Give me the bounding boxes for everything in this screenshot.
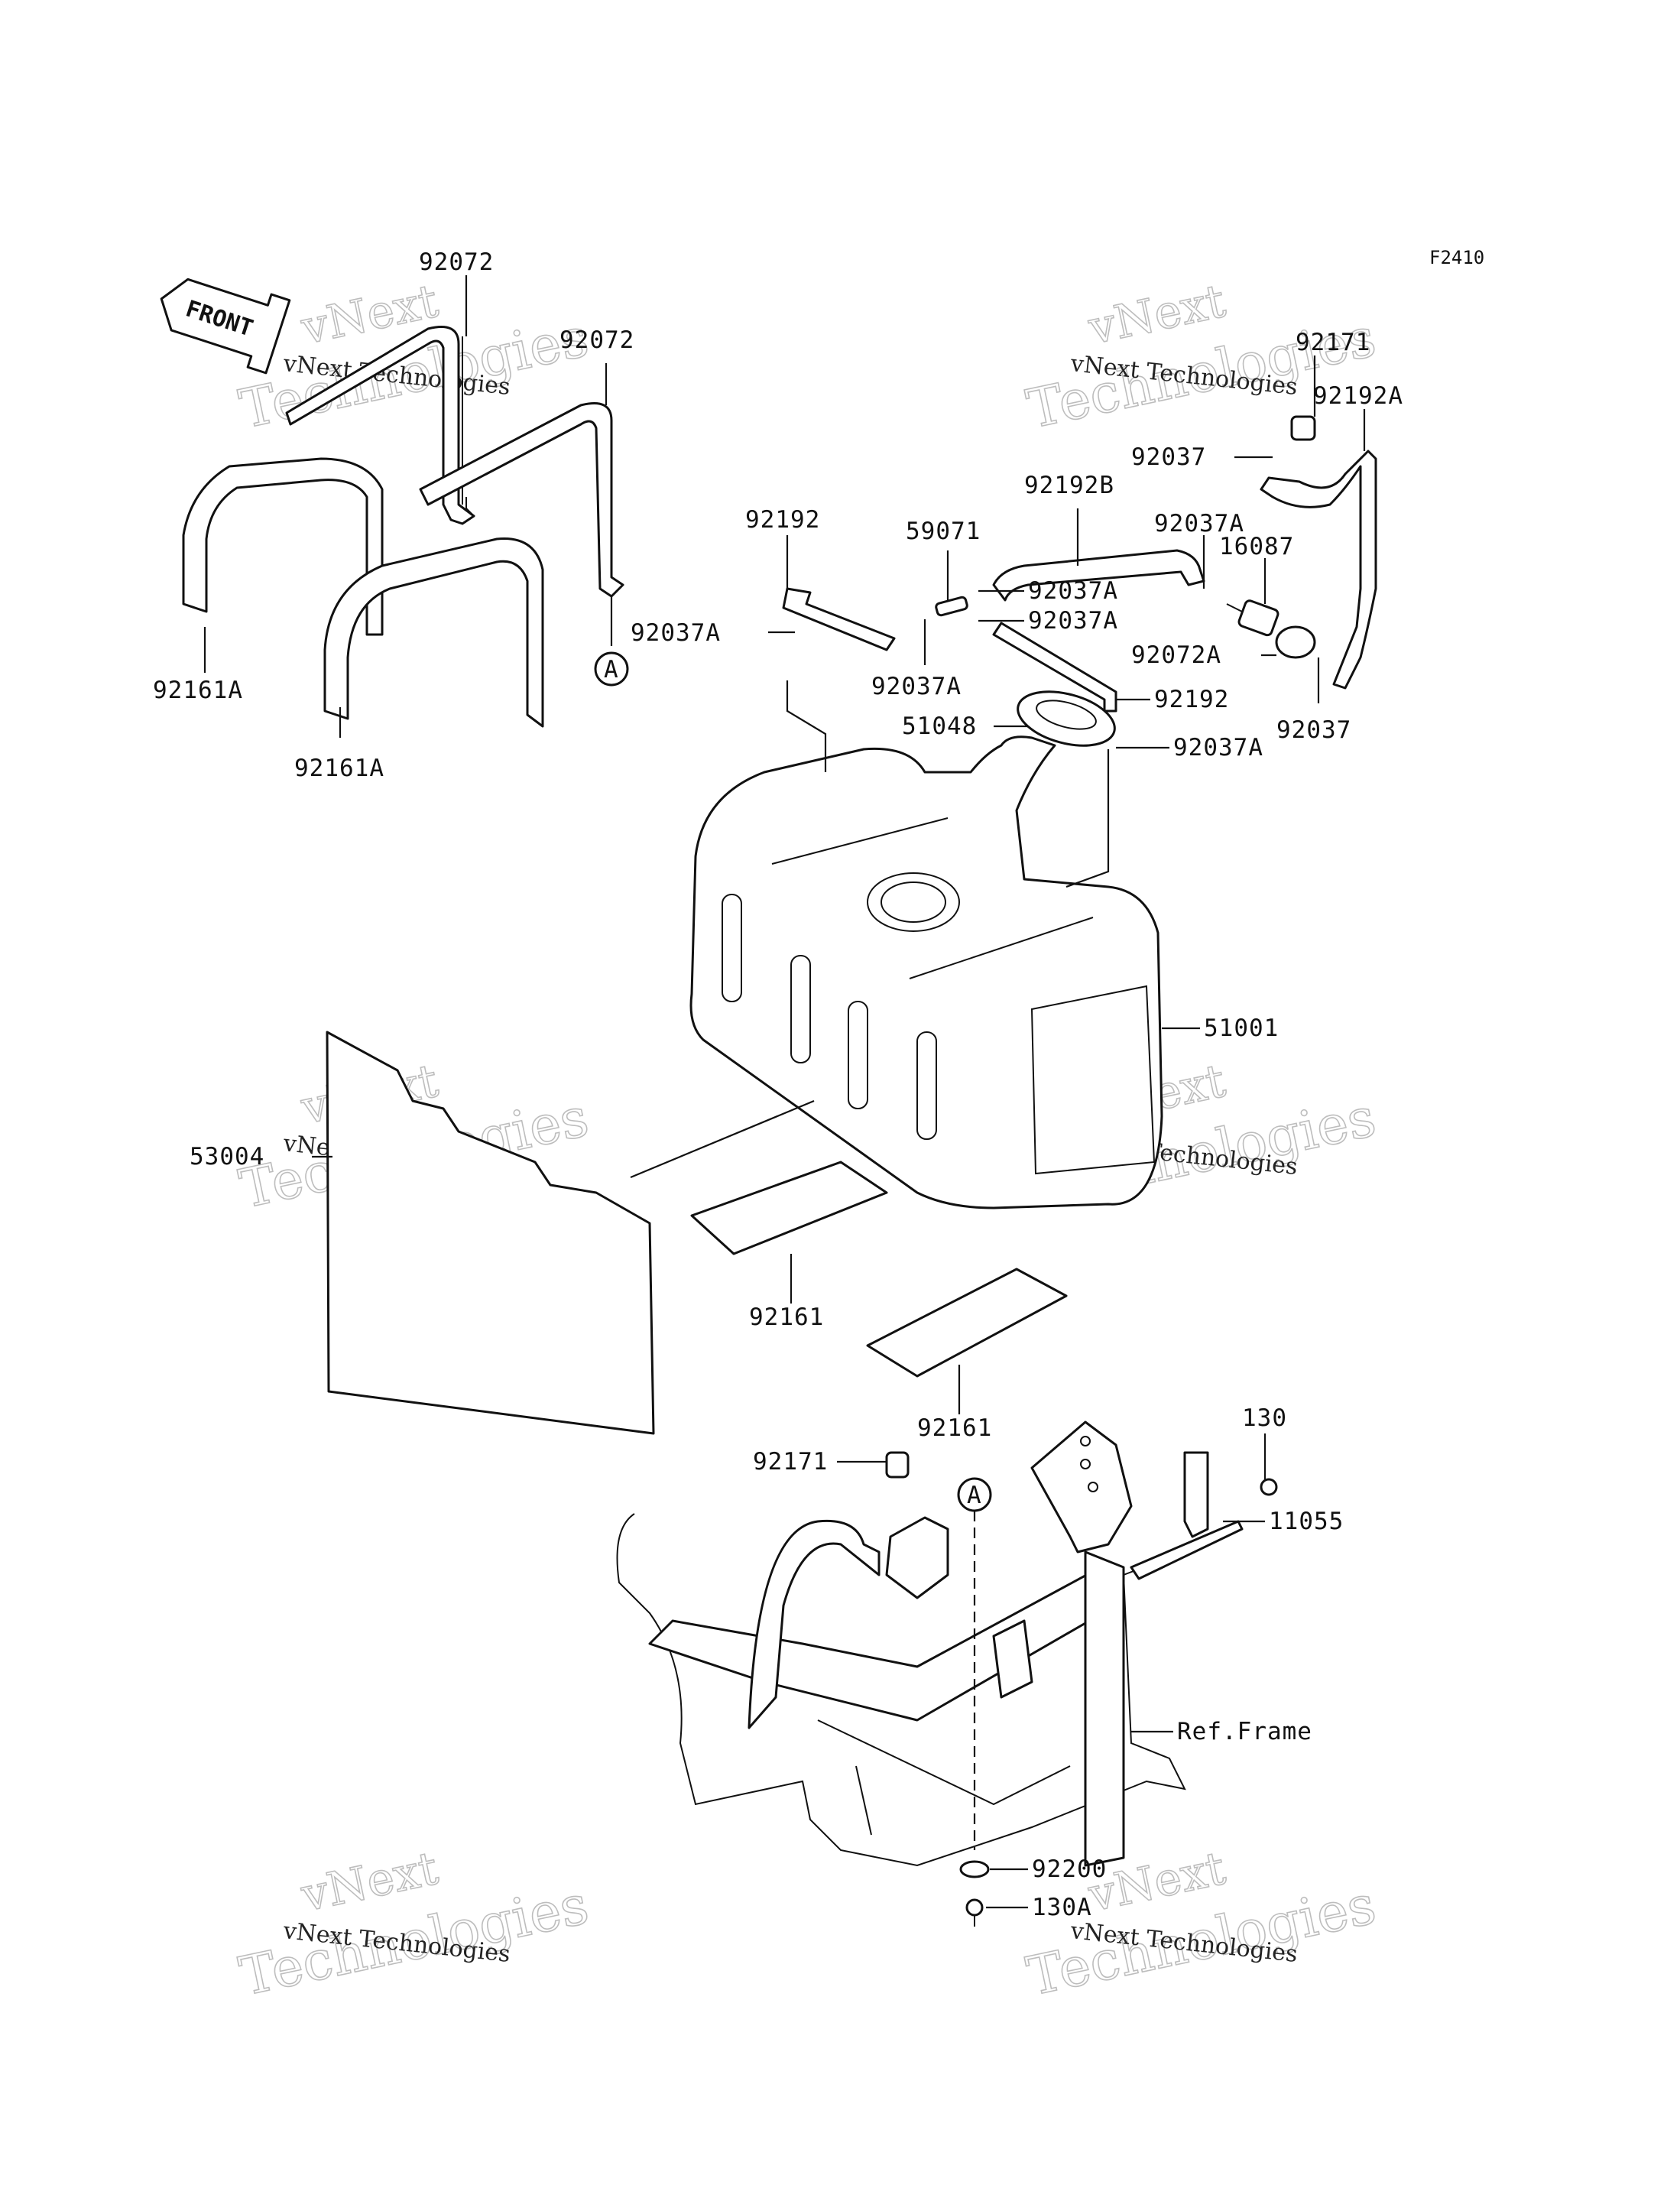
part-labels: 92072 92072 92161A 92161A 92192 92037A 5… (153, 248, 1403, 1921)
watermark-bottom-left: vNext Technologies vNext Technologies (234, 1841, 595, 2008)
hose-92192A (1260, 450, 1377, 690)
label-11055: 11055 (1269, 1508, 1344, 1535)
fuel-tank-51001 (689, 735, 1163, 1209)
label-ref-frame: Ref.Frame (1177, 1718, 1312, 1745)
clamp-92171-bottom (885, 1451, 910, 1479)
label-92037-bottom: 92037 (1276, 716, 1351, 744)
hose-92192-left (782, 587, 896, 651)
pad-92161-right (866, 1268, 1068, 1378)
figure-code: F2410 (1429, 247, 1484, 268)
label-92072-top: 92072 (419, 248, 494, 276)
strap-92161A-right (323, 537, 544, 728)
label-92037A-tank: 92037A (1173, 734, 1263, 761)
svg-text:A: A (604, 656, 619, 683)
label-51001: 51001 (1204, 1015, 1279, 1042)
label-92037A-left: 92037A (631, 619, 721, 647)
label-92037A-center-bottom: 92037A (1028, 607, 1118, 635)
strap-92161A-left (182, 457, 384, 636)
label-92161A-right: 92161A (294, 755, 384, 782)
label-92171-bottom: 92171 (753, 1448, 828, 1476)
label-92072A: 92072A (1131, 641, 1221, 669)
label-130A: 130A (1032, 1894, 1092, 1921)
label-16087: 16087 (1219, 533, 1294, 560)
label-92192-left: 92192 (745, 506, 820, 534)
label-92161-left: 92161 (749, 1304, 824, 1331)
label-92161A-left: 92161A (153, 677, 243, 704)
label-92037A-center-top: 92037A (1028, 577, 1118, 605)
fuel-cap-51048 (1017, 690, 1116, 747)
clamp-92171-top (1290, 415, 1316, 441)
fitting-59071 (935, 596, 968, 617)
callout-a-top: A (594, 651, 629, 687)
clamp-92072A (1275, 625, 1316, 659)
label-92037A-right: 92037A (1154, 510, 1244, 537)
callout-a-bottom: A (957, 1477, 992, 1512)
label-92171-top: 92171 (1296, 329, 1370, 356)
leader-lines (203, 275, 1366, 1909)
mat-53004 (326, 1031, 655, 1435)
bolt-130 (1260, 1478, 1278, 1496)
label-92161-right: 92161 (917, 1414, 992, 1442)
filter-16087 (1226, 599, 1279, 637)
label-130: 130 (1242, 1404, 1287, 1432)
washer-92200 (959, 1860, 990, 1878)
pad-92161-left (690, 1161, 888, 1255)
bolt-130A (965, 1898, 984, 1927)
label-92192A: 92192A (1313, 382, 1403, 410)
label-92192B: 92192B (1024, 472, 1114, 499)
label-59071: 59071 (906, 518, 981, 545)
label-92192-right: 92192 (1154, 686, 1229, 713)
label-92037-top: 92037 (1131, 443, 1206, 471)
label-92037A-lower: 92037A (871, 673, 962, 700)
label-51048: 51048 (902, 713, 977, 740)
label-92200: 92200 (1032, 1855, 1107, 1883)
svg-text:A: A (967, 1482, 982, 1509)
frame-reference (616, 1420, 1244, 1867)
front-arrow-icon: FRONT (160, 278, 291, 375)
hose-92192-right (992, 622, 1117, 713)
label-53004: 53004 (190, 1143, 264, 1170)
label-92072-second: 92072 (559, 326, 634, 354)
watermark-top-right: vNext Technologies vNext Technologies (1021, 274, 1382, 441)
